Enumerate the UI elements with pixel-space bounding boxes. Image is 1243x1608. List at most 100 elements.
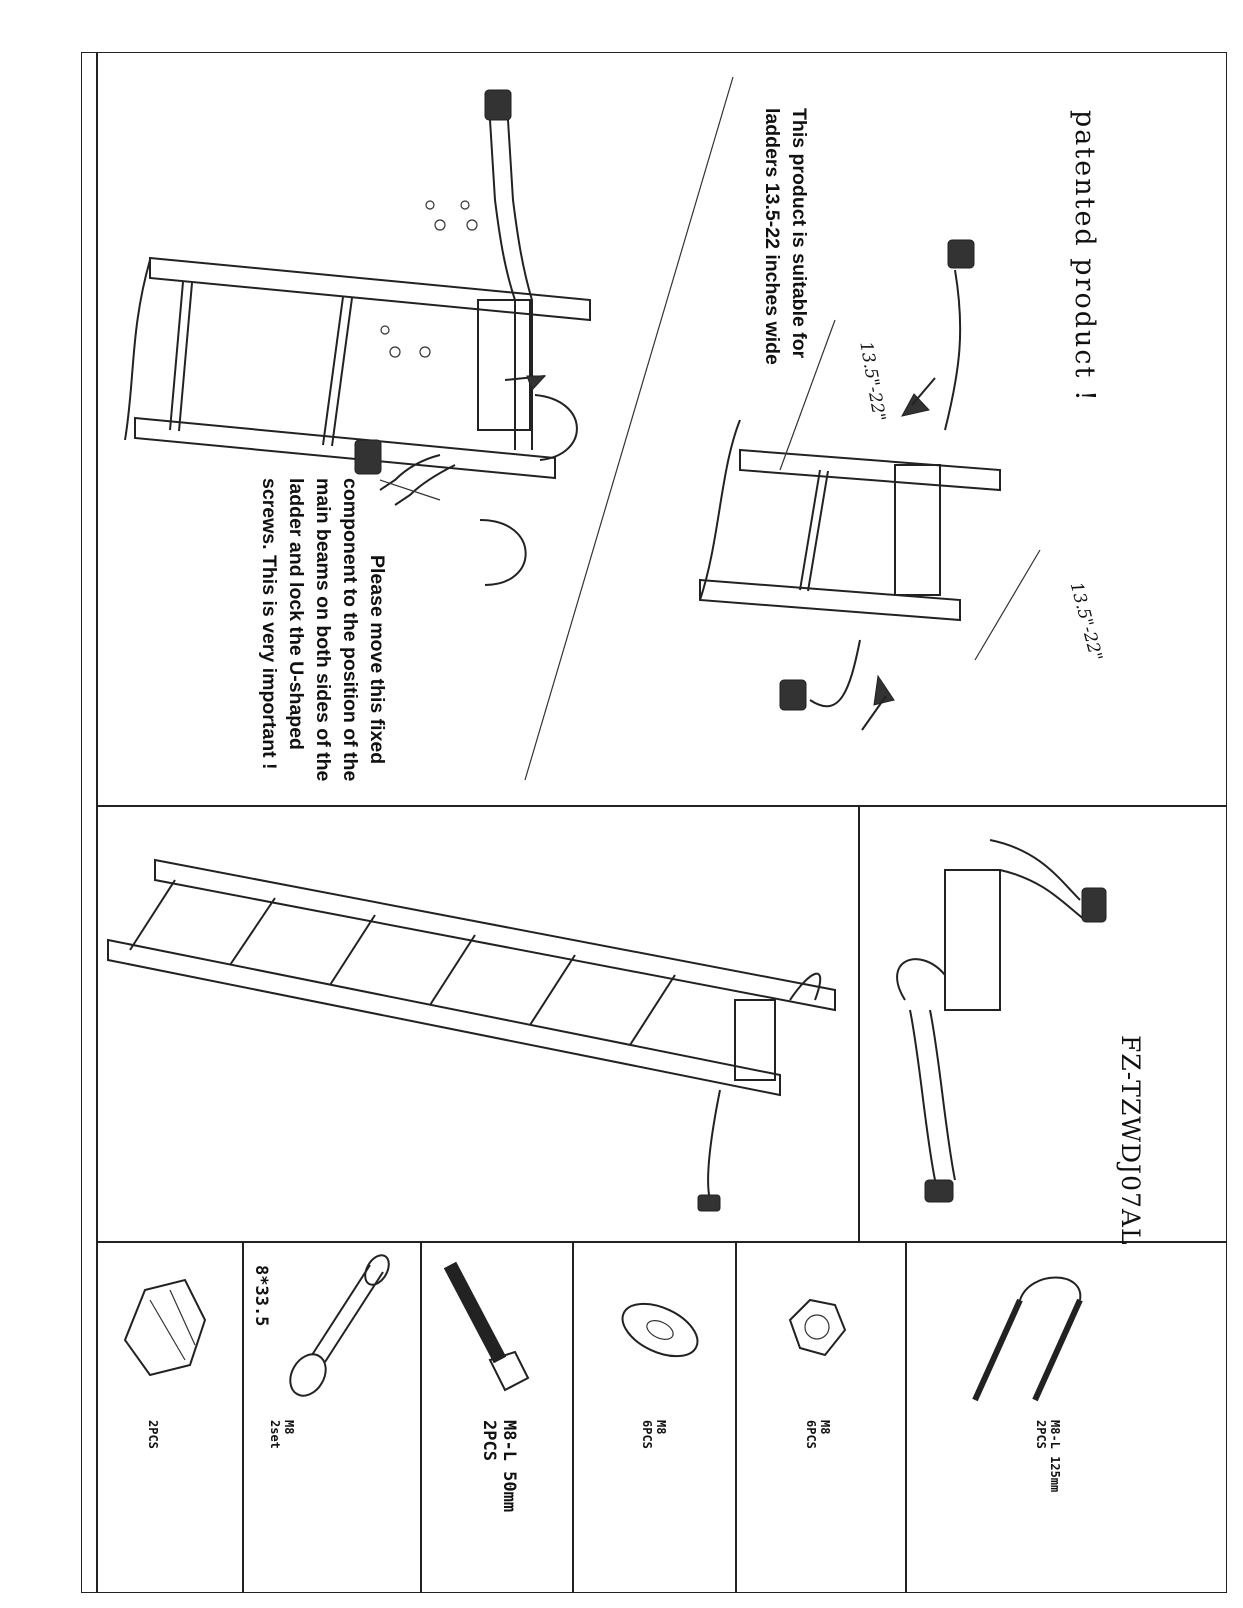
part-label-foot-pad: 2PCS <box>146 1420 160 1449</box>
stabilizer-arm-lower <box>394 464 456 506</box>
width-adjust-drawing <box>699 239 1041 731</box>
part-label-barrel-nut-size: 8*33.5 <box>251 1265 271 1327</box>
parts-divider-1 <box>242 1241 244 1593</box>
ladder-rail-bottom <box>699 578 961 622</box>
part-label-washer-line1: M8 <box>654 1420 668 1435</box>
stabilizer-arm <box>707 1089 721 1201</box>
part-bolt <box>443 1261 530 1392</box>
ladder-closeup-drawing <box>124 89 591 586</box>
washer <box>419 346 431 358</box>
stabilizer-arm <box>789 972 822 1001</box>
u-bolt <box>896 958 946 1001</box>
part-u-bolt <box>972 1276 1083 1402</box>
move-instruction-line1: Please move this fixed <box>366 555 388 765</box>
arrow <box>911 377 936 406</box>
part-washer <box>621 1302 699 1358</box>
parts-divider-2 <box>420 1241 422 1593</box>
foot-pad <box>779 679 807 711</box>
ladder-rung <box>169 281 193 432</box>
part-foot-pad <box>123 1278 207 1377</box>
ladder-rung <box>529 954 576 1026</box>
ladder-rung <box>129 879 176 951</box>
nut <box>380 325 390 335</box>
divider-parts-top <box>96 1241 1226 1243</box>
adjustment-bar <box>477 299 531 431</box>
foot-pad <box>924 1179 954 1203</box>
stabilizer-arm-lower <box>379 454 441 491</box>
ladder-rung <box>799 469 829 592</box>
foot-pad <box>354 439 382 475</box>
ladder-rung <box>229 897 276 966</box>
stabilizer-arm-upper <box>489 119 516 450</box>
foot-pad <box>484 89 512 121</box>
foot-pad-icon <box>123 1278 207 1377</box>
part-label-washer-line2: 6PCS <box>640 1420 654 1449</box>
bolt-head-icon <box>488 1350 530 1392</box>
diagonal-divider <box>524 76 734 781</box>
part-label-barrel-nut-line1: M8 <box>282 1420 296 1435</box>
parts-divider-3 <box>572 1241 574 1593</box>
suitability-note-line1: This product is suitable for <box>788 108 810 359</box>
ladder-rail-bottom <box>107 938 781 1097</box>
stabilizer-arm <box>989 839 1081 901</box>
ladder-rail-top <box>739 448 1001 492</box>
part-label-barrel-nut-line2: 2set <box>268 1420 282 1449</box>
parts-divider-4 <box>735 1241 737 1593</box>
divider-instructions-bottom <box>96 805 1226 807</box>
washer <box>466 219 478 231</box>
model-number: FZ-TZWDJ07AL <box>1116 1035 1145 1246</box>
stabilizer-arm-lower <box>809 639 861 708</box>
part-nut <box>788 1298 847 1357</box>
divider-left-margin <box>96 52 98 1593</box>
barrel-nut-icon <box>364 1254 390 1286</box>
move-instruction-line4: ladder and lock the U-shaped <box>285 478 307 750</box>
adjustment-bar <box>734 999 776 1081</box>
arrow-head <box>873 674 895 706</box>
ladder-rung <box>429 934 476 1006</box>
arrow-head <box>901 393 930 417</box>
foot-pad <box>1081 887 1107 923</box>
part-label-bolt-line2: 2PCS <box>479 1420 499 1461</box>
washer-icon <box>621 1302 699 1358</box>
divider-product-views <box>858 805 860 1241</box>
stabilizer-arm <box>909 1009 936 1181</box>
ladder-rail-top <box>154 858 836 1012</box>
nut <box>460 200 470 210</box>
stabilizer-arm <box>999 869 1086 921</box>
dimension-line <box>779 319 836 471</box>
washer <box>389 346 401 358</box>
ladder-break-line <box>699 419 741 601</box>
foot-pad <box>947 239 975 269</box>
ladder-rail-top <box>149 256 591 322</box>
part-label-nut-line1: M8 <box>818 1420 832 1435</box>
ladder-rail-bottom <box>134 416 556 480</box>
parts-divider-5 <box>905 1241 907 1593</box>
part-label-nut-line2: 6PCS <box>804 1420 818 1449</box>
sheet-frame <box>81 52 1227 1593</box>
part-label-u-bolt-line2: 2PCS <box>1034 1420 1048 1449</box>
nut <box>425 200 435 210</box>
nut-icon <box>788 1298 847 1357</box>
stabilizer-arm-upper <box>944 269 962 431</box>
foot-pad <box>697 1194 721 1212</box>
part-barrel-nut <box>289 1254 390 1397</box>
dimension-line <box>974 549 1041 661</box>
ladder-break-line <box>124 259 151 441</box>
move-instruction-line2: component to the position of the <box>339 478 361 782</box>
move-instruction-line5: screws. This is very important ! <box>258 478 280 770</box>
u-bolt <box>479 519 527 586</box>
part-label-u-bolt-line1: M8-L 125mm <box>1048 1420 1062 1493</box>
stabilizer-arm <box>929 1009 956 1181</box>
suitability-note-line2: ladders 13.5-22 inches wide <box>761 108 783 365</box>
ladder-rung <box>329 914 376 986</box>
adjustment-bar <box>944 869 1001 1011</box>
leader-line <box>379 479 441 501</box>
move-instruction-line3: main beams on both sides of the <box>312 478 334 782</box>
u-bolt-bend <box>1019 1276 1082 1301</box>
arrow-head <box>526 375 547 391</box>
part-label-bolt-line1: M8-L 50mm <box>499 1420 519 1513</box>
product-view-drawing <box>896 839 1107 1203</box>
arrow <box>861 695 887 731</box>
